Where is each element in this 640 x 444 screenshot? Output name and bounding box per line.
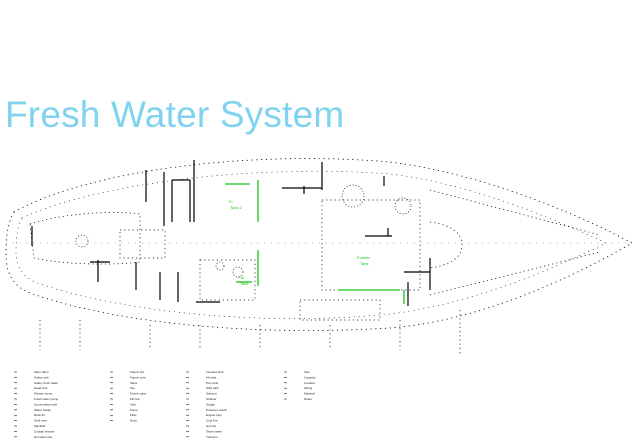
legend-item: Location	[304, 381, 316, 385]
water-lines	[225, 180, 405, 304]
legend-item: Pressure switch	[206, 408, 228, 412]
legend-item: Manifold	[34, 424, 46, 428]
legend-item: Vent	[130, 402, 136, 406]
hatch-aft	[394, 197, 412, 215]
legend-item: Fresh water pump	[34, 397, 59, 401]
legend-item: Strainer	[206, 397, 217, 401]
stove-round	[215, 261, 225, 271]
legend-item: Fill cap	[130, 397, 140, 401]
legend-item: Head sink	[34, 386, 48, 390]
legend-item: Aft tank	[206, 375, 217, 379]
legend-item: Main cabin	[34, 370, 49, 374]
hull-outline	[5, 158, 633, 331]
tank-2-label-line1: Former	[357, 255, 371, 260]
legend-item: Accumulator tank	[34, 402, 58, 406]
legend-item: Hose	[130, 419, 137, 423]
interior-walls	[31, 160, 431, 306]
furniture-outlines	[29, 189, 601, 355]
legend-item: Cold line	[206, 419, 218, 423]
tank-3-label-line2: Tank	[240, 281, 248, 286]
tank-1-label-line2: Tank 2	[230, 205, 243, 210]
legend-item: Tank vent	[34, 419, 47, 423]
legend-item: Filter	[130, 413, 137, 417]
tank-2-label-line2: Tank	[360, 261, 368, 266]
legend-item: Hot water line	[34, 435, 53, 439]
legend-item: Capacity	[304, 375, 316, 379]
legend-item: Cockpit shower	[34, 429, 55, 433]
legend-item: Notes	[304, 397, 312, 401]
legend-item: Engine loop	[206, 413, 222, 417]
legend-item: Forward tank	[206, 370, 224, 374]
legend-item: Material	[304, 392, 315, 396]
hull-inner-outline	[15, 170, 607, 319]
tank-1-label-line1: Fr.	[229, 199, 234, 204]
porthole-forward	[75, 234, 89, 248]
legend-item: Hot line	[206, 424, 217, 428]
legend-item: Port tank	[206, 381, 219, 385]
legend-item: Faucet hot	[130, 370, 144, 374]
legend-item: Size	[304, 370, 310, 374]
legend-item: Tee	[130, 386, 135, 390]
fixtures	[75, 184, 412, 278]
sink-round	[232, 266, 244, 278]
legend-item: Shore water	[206, 429, 222, 433]
legend-item: Pump	[130, 408, 138, 412]
legend-item: Shower sump	[34, 392, 53, 396]
legend-item: Faucet cold	[130, 375, 146, 379]
legend-item: Selector	[206, 392, 217, 396]
legend-item: Galley fresh water	[34, 381, 58, 385]
legend-item: Deck fill	[34, 413, 45, 417]
legend-item: Gauge	[206, 402, 215, 406]
page-title: Fresh Water System	[5, 94, 345, 135]
legend-item: Check valve	[130, 392, 147, 396]
legend-item: Valve	[130, 381, 138, 385]
legend-item: Fitting	[304, 386, 313, 390]
legend-item: Galley sink	[34, 375, 49, 379]
legend-item: Water heater	[34, 408, 51, 412]
legend-item: Stbd tank	[206, 386, 219, 390]
hatch-main	[341, 184, 365, 208]
legend-item: Transom	[206, 435, 218, 439]
tank-3-label-line1: FW	[238, 275, 244, 280]
